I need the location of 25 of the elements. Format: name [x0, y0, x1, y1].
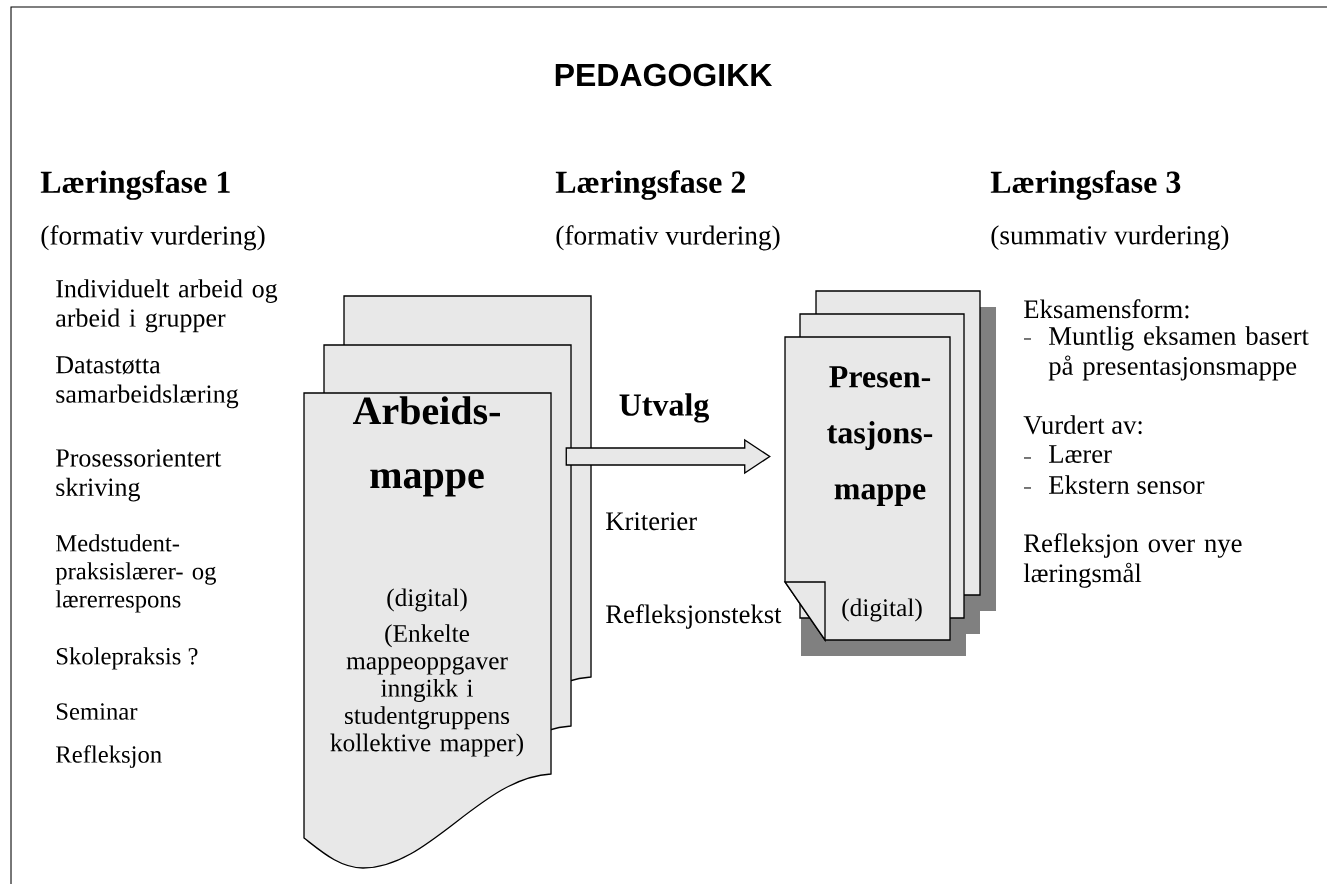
activity-label: Prosessorientert skriving: [56, 449, 222, 502]
activity-label: Refleksjon: [56, 745, 162, 768]
phase-subheading: (formativ vurdering): [41, 225, 265, 251]
phase-subheading: (formativ vurdering): [556, 225, 780, 251]
section-label: Vurdert av:: [1023, 415, 1142, 435]
list-item: Ekstern sensor: [1049, 475, 1205, 494]
phase-subheading: (summativ vurdering): [991, 225, 1229, 251]
phase-heading: Læringsfase 1: [40, 170, 230, 200]
activity-label: Medstudent- praksislærer- og lærerrespons: [55, 534, 216, 613]
list-item: Lærer: [1049, 445, 1112, 463]
block-arrow: [565, 438, 771, 475]
activity-label: Seminar: [56, 703, 138, 720]
edge-label: Utvalg: [617, 392, 711, 424]
activity-label: Datastøtta samarbeidslæring: [56, 356, 239, 409]
criteria-label: Refleksjonstekst: [606, 604, 782, 629]
activity-label: Skolepraksis ?: [56, 647, 198, 670]
note-label: Refleksjon over nye læringsmål: [1023, 533, 1242, 588]
phase-heading: Læringsfase 2: [555, 170, 745, 200]
list-item: Muntlig eksamen basert på presentasjonsmappe: [1048, 326, 1309, 381]
activity-label: Individuelt arbeid og arbeid i grupper: [56, 279, 278, 333]
section-label: Eksamensform:: [1024, 299, 1189, 319]
document-stack: Arbeids- mappe (digital) (Enkelte mappeoppgaver inngikk i studentgruppens kollektive mapper): [303, 295, 592, 869]
title: PEDAGOGIKK: [555, 63, 773, 87]
phase-heading: Læringsfase 3: [990, 170, 1181, 200]
criteria-label: Kriterier: [606, 512, 697, 531]
